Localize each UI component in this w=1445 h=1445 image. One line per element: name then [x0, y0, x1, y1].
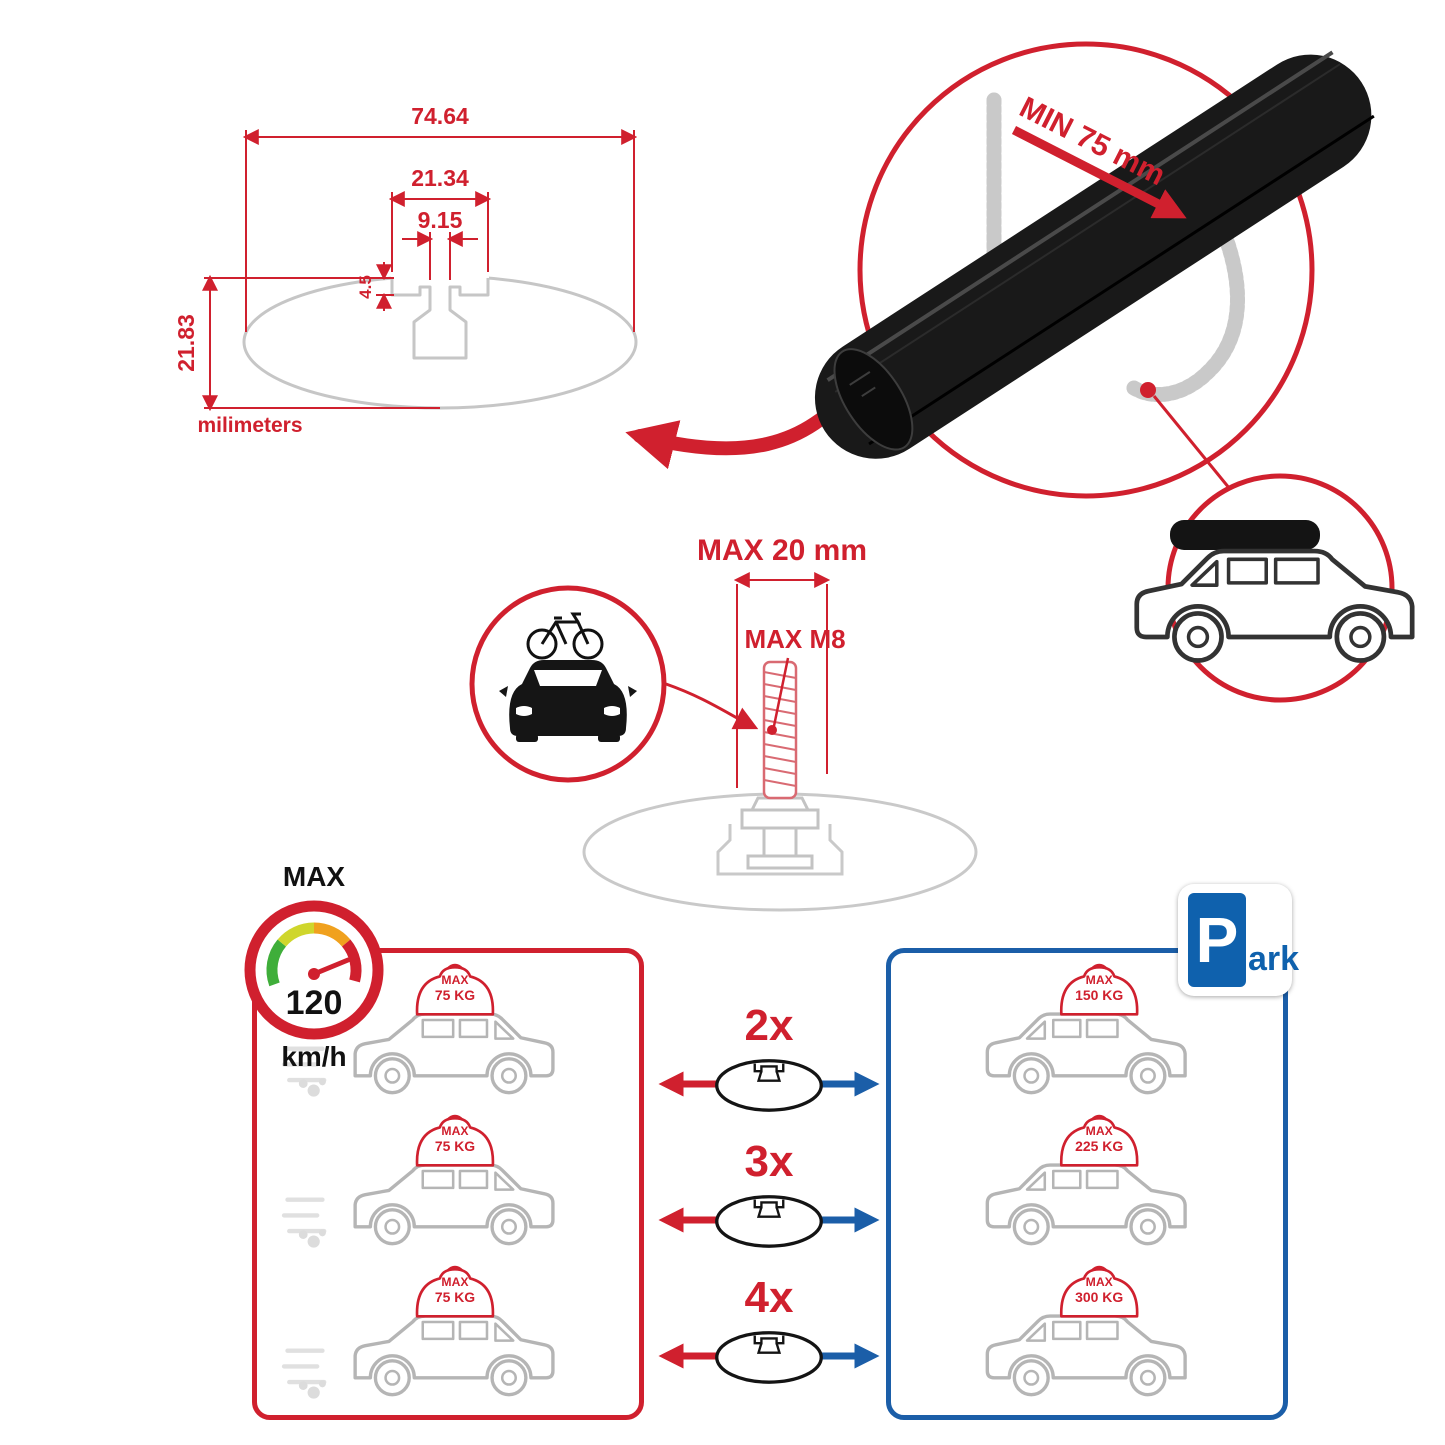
- speed-max-label: MAX: [283, 861, 346, 892]
- circle-to-bolt-leader: [665, 682, 759, 730]
- car-icon: [353, 1314, 555, 1397]
- moving-car-row: MAX 75 KG: [281, 1114, 555, 1248]
- bolt-thread: [762, 660, 798, 800]
- bike-icon: [526, 612, 604, 660]
- car-icon: [985, 1012, 1187, 1095]
- dim-slot-depth: 4.5: [356, 275, 375, 299]
- park-sign-letter: P: [1195, 904, 1239, 976]
- park-sign: P ark: [1178, 884, 1299, 996]
- motion-lines: [281, 1197, 327, 1234]
- load-max-label: MAX: [1086, 1124, 1114, 1138]
- exhaust-smoke: [298, 1380, 326, 1399]
- dim-slot-width: 9.15: [418, 207, 463, 233]
- load-value-label: 75 KG: [435, 1289, 475, 1305]
- load-max-label: MAX: [1086, 1275, 1114, 1289]
- car-icon: [353, 1163, 555, 1246]
- multiplier-row: 2x: [658, 1001, 880, 1112]
- car-icon: [985, 1163, 1187, 1246]
- motion-lines: [281, 1046, 327, 1082]
- multiplier-label: 2x: [745, 1001, 794, 1050]
- multiplier-row: 4x: [658, 1273, 880, 1384]
- parked-car-row: MAX 300 KG: [985, 1265, 1187, 1397]
- gauge-pivot: [308, 968, 320, 980]
- crossbar-section-icon: [715, 1059, 823, 1112]
- thread-marker-dot: [767, 725, 777, 735]
- load-max-label: MAX: [441, 973, 469, 987]
- roof-box-icon: [1170, 520, 1320, 550]
- load-value-label: 300 KG: [1075, 1289, 1123, 1305]
- crossbar-section-icon: [715, 1195, 823, 1248]
- dim-total-width: 74.64: [411, 103, 469, 129]
- speed-units: km/h: [281, 1041, 346, 1072]
- gauge-needle: [311, 957, 351, 977]
- crossbar-section-icon: [715, 1331, 823, 1384]
- bolt-dimension-lines: [733, 572, 831, 788]
- crossbar-profile-outline: [242, 270, 638, 410]
- load-max-label: MAX: [441, 1275, 469, 1289]
- dim-total-height: 21.83: [173, 314, 199, 372]
- dim-channel-width: 21.34: [411, 165, 469, 191]
- park-sign-p-box: P: [1188, 893, 1246, 987]
- load-max-label: MAX: [1086, 973, 1114, 987]
- units-label: milimeters: [197, 414, 302, 437]
- load-value-label: 150 KG: [1075, 987, 1123, 1003]
- bolt-mounting-diagram: MAX 20 mm MAX M8: [469, 534, 978, 912]
- max-width-label: MAX 20 mm: [697, 534, 867, 567]
- exhaust-smoke: [298, 1078, 326, 1097]
- load-max-label: MAX: [441, 1124, 469, 1138]
- exhaust-smoke: [298, 1229, 326, 1248]
- crossbar-detail-view: MIN 75 mm: [814, 41, 1445, 703]
- crossbar-3d: [814, 50, 1375, 459]
- speed-value: 120: [286, 984, 343, 1022]
- car-icon: [985, 1314, 1187, 1397]
- u-bolt-clamps: [986, 92, 1245, 402]
- dimension-lines: [202, 129, 638, 412]
- moving-car-row: MAX 75 KG: [281, 963, 555, 1097]
- speed-limit-gauge: MAX 120 km/h: [244, 861, 384, 1072]
- moving-car-row: MAX 75 KG: [281, 1265, 555, 1399]
- park-sign-suffix: ark: [1248, 940, 1300, 978]
- max-thread-label: MAX M8: [744, 624, 845, 654]
- motion-lines: [281, 1348, 327, 1385]
- leader-line: [1152, 395, 1236, 495]
- profile-dimension-diagram: 74.64 21.34 9.15 4.5 21.83 milimeters: [173, 103, 638, 437]
- load-value-label: 75 KG: [435, 1138, 475, 1154]
- multiplier-label: 3x: [745, 1137, 794, 1186]
- multiplier-label: 4x: [745, 1273, 794, 1322]
- suv-with-roof-box: [1137, 520, 1412, 661]
- t-slot-adapter: [740, 796, 820, 870]
- parked-load-panel: MAX 150 KG MAX 225 KG MAX 300 KG: [886, 948, 1288, 1420]
- load-value-label: 225 KG: [1075, 1138, 1123, 1154]
- multiplier-row: 3x: [658, 1137, 880, 1248]
- car-front-icon: [499, 660, 637, 742]
- load-value-label: 75 KG: [435, 987, 475, 1003]
- parked-car-row: MAX 225 KG: [985, 1114, 1187, 1246]
- gauge-arcs: [266, 922, 362, 987]
- min-clamp-arrow: [1011, 125, 1187, 219]
- parked-car-row: MAX 150 KG: [985, 963, 1187, 1095]
- channel-marker-dot: [1140, 382, 1156, 398]
